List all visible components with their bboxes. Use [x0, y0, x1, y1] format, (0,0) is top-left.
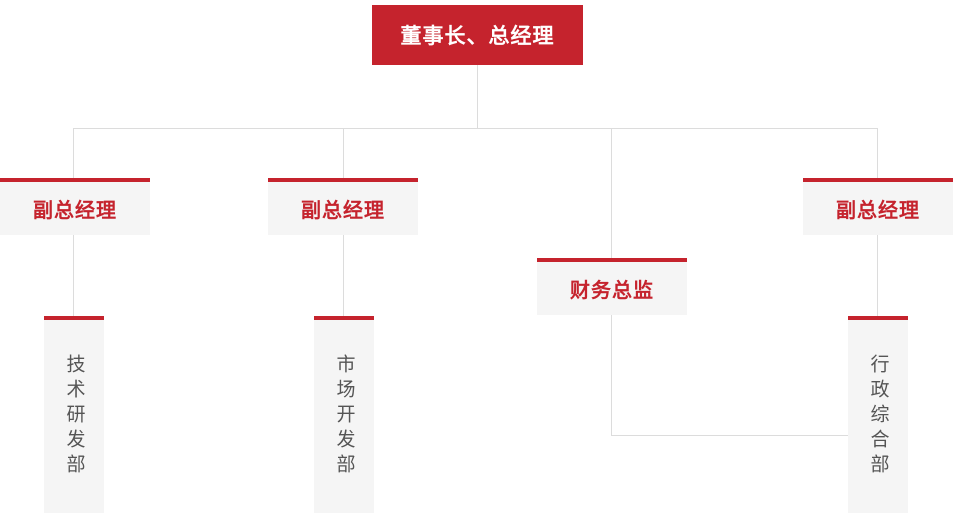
connector-drop-vp1 [73, 128, 74, 178]
connector-drop-vp3 [877, 128, 878, 178]
org-node-market-dev-dept: 市场开发部 [314, 316, 374, 513]
org-node-label: 行政综合部 [867, 354, 889, 479]
org-node-label: 副总经理 [301, 200, 385, 222]
org-node-deputy-gm-3: 副总经理 [803, 178, 953, 235]
org-node-tech-rnd-dept: 技术研发部 [44, 316, 104, 513]
connector-drop-vp2 [343, 128, 344, 178]
connector-vp1-dept1 [73, 235, 74, 316]
org-node-label: 董事长、总经理 [400, 25, 555, 48]
org-node-deputy-gm-1: 副总经理 [0, 178, 150, 235]
org-node-label: 市场开发部 [333, 354, 355, 479]
connector-cfo-elbow-horiz [611, 435, 848, 436]
org-node-deputy-gm-2: 副总经理 [268, 178, 418, 235]
org-node-label: 财务总监 [570, 280, 654, 302]
org-node-label: 副总经理 [836, 200, 920, 222]
connector-root-stem [477, 65, 478, 128]
org-node-finance-director: 财务总监 [537, 258, 687, 315]
org-node-label: 技术研发部 [63, 354, 85, 479]
org-node-chairman-general-manager: 董事长、总经理 [372, 5, 583, 65]
connector-vp2-dept2 [343, 235, 344, 316]
connector-vp3-dept3 [877, 235, 878, 316]
connector-rail [73, 128, 878, 129]
connector-drop-cfo [611, 128, 612, 258]
org-node-label: 副总经理 [33, 200, 117, 222]
org-node-admin-general-dept: 行政综合部 [848, 316, 908, 513]
connector-cfo-elbow-vert [611, 315, 612, 436]
